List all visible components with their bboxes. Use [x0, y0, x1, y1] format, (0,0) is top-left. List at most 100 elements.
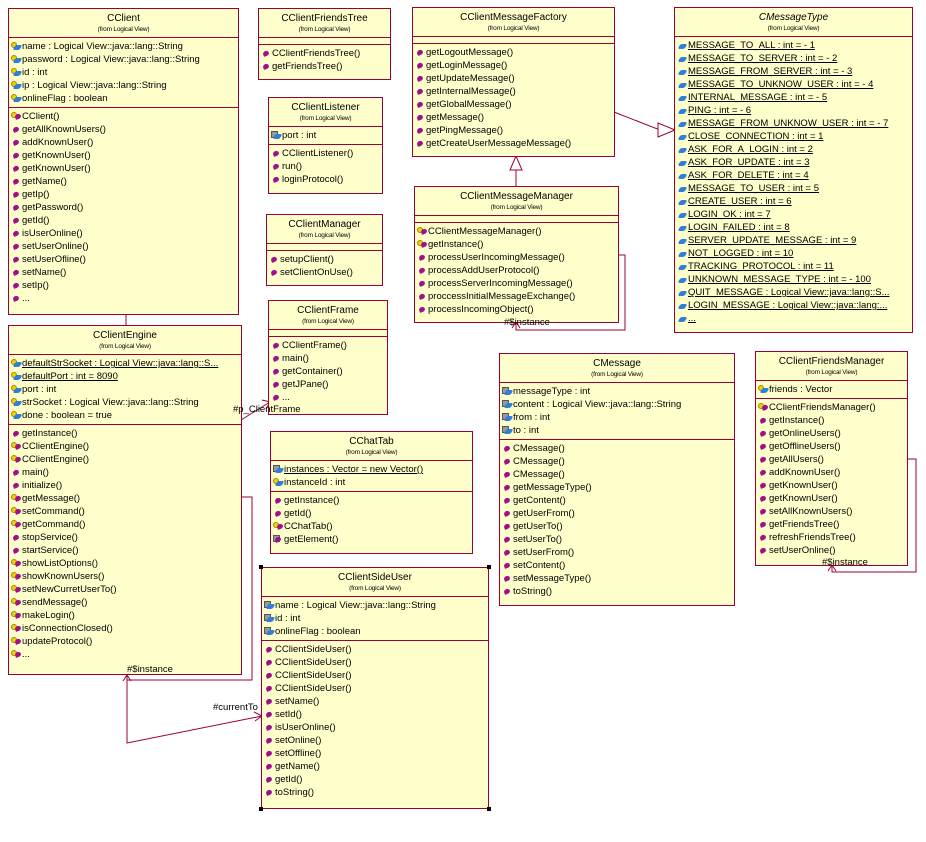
operation-item[interactable]: CClient(): [11, 110, 238, 123]
attribute-item[interactable]: NOT_LOGGED : int = 10: [677, 247, 912, 260]
attribute-item[interactable]: MESSAGE_TO_UNKNOW_USER : int = - 4: [677, 78, 912, 91]
attribute-item[interactable]: strSocket : Logical View::java::lang::St…: [11, 396, 241, 409]
attribute-item[interactable]: LOGIN_OK : int = 7: [677, 208, 912, 221]
attribute-item[interactable]: defaultPort : int = 8090: [11, 370, 241, 383]
operation-item[interactable]: setUserOnline(): [11, 240, 238, 253]
class-cchattab[interactable]: CChatTab(from Logical View)instances : V…: [270, 431, 473, 554]
operation-item[interactable]: CClientSideUser(): [264, 669, 488, 682]
operation-item[interactable]: setUserOfline(): [11, 253, 238, 266]
operation-item[interactable]: run(): [271, 160, 382, 173]
operation-item[interactable]: isUserOnline(): [264, 721, 488, 734]
class-cclientlistener[interactable]: CClientListener(from Logical View)port :…: [268, 97, 383, 194]
operation-item[interactable]: getKnownUser(): [758, 492, 907, 505]
attribute-item[interactable]: PING : int = - 6: [677, 104, 912, 117]
operation-item[interactable]: CChatTab(): [273, 520, 472, 533]
attribute-item[interactable]: messageType : int: [502, 385, 734, 398]
operation-item[interactable]: setName(): [11, 266, 238, 279]
operation-item[interactable]: processAddUserProtocol(): [417, 264, 618, 277]
operation-item[interactable]: main(): [11, 466, 241, 479]
operation-item[interactable]: ...: [11, 648, 241, 661]
class-cclientmanager[interactable]: CClientManager(from Logical View)setupCl…: [266, 214, 383, 286]
operation-item[interactable]: updateProtocol(): [11, 635, 241, 648]
operation-item[interactable]: getAllKnownUsers(): [11, 123, 238, 136]
operation-item[interactable]: ...: [11, 292, 238, 305]
operation-item[interactable]: getIp(): [11, 188, 238, 201]
operation-item[interactable]: getFriendsTree(): [261, 60, 390, 73]
attribute-item[interactable]: defaultStrSocket : Logical View::java::l…: [11, 357, 241, 370]
operation-item[interactable]: getLoginMessage(): [415, 59, 614, 72]
operation-item[interactable]: processUserIncomingMessage(): [417, 251, 618, 264]
attribute-item[interactable]: from : int: [502, 411, 734, 424]
operation-item[interactable]: getUserFrom(): [502, 507, 734, 520]
attribute-item[interactable]: MESSAGE_TO_ALL : int = - 1: [677, 39, 912, 52]
operation-item[interactable]: getPassword(): [11, 201, 238, 214]
operation-item[interactable]: isUserOnline(): [11, 227, 238, 240]
operation-item[interactable]: CClientListener(): [271, 147, 382, 160]
operation-item[interactable]: initialize(): [11, 479, 241, 492]
operation-item[interactable]: getMessageType(): [502, 481, 734, 494]
operation-item[interactable]: getName(): [11, 175, 238, 188]
operation-item[interactable]: makeLogin(): [11, 609, 241, 622]
operation-item[interactable]: getGlobalMessage(): [415, 98, 614, 111]
operation-item[interactable]: getInstance(): [417, 238, 618, 251]
selection-handle[interactable]: [259, 807, 263, 811]
attribute-item[interactable]: port : int: [11, 383, 241, 396]
operation-item[interactable]: sendMessage(): [11, 596, 241, 609]
operation-item[interactable]: setCommand(): [11, 505, 241, 518]
operation-item[interactable]: setUserFrom(): [502, 546, 734, 559]
attribute-item[interactable]: friends : Vector: [758, 383, 907, 396]
operation-item[interactable]: startService(): [11, 544, 241, 557]
operation-item[interactable]: setupClient(): [269, 253, 382, 266]
attribute-item[interactable]: ip : Logical View::java::lang::String: [11, 79, 238, 92]
operation-item[interactable]: showListOptions(): [11, 557, 241, 570]
operation-item[interactable]: setMessageType(): [502, 572, 734, 585]
class-cclient[interactable]: CClient(from Logical View)name : Logical…: [8, 8, 239, 315]
operation-item[interactable]: CClientFriendsTree(): [261, 47, 390, 60]
attribute-item[interactable]: ...: [677, 312, 912, 325]
attribute-item[interactable]: MESSAGE_TO_USER : int = 5: [677, 182, 912, 195]
operation-item[interactable]: CClientFriendsManager(): [758, 401, 907, 414]
operation-item[interactable]: getElement(): [273, 533, 472, 546]
class-cmessage[interactable]: CMessage(from Logical View)messageType :…: [499, 353, 735, 606]
attribute-item[interactable]: id : int: [264, 612, 488, 625]
attribute-item[interactable]: id : int: [11, 66, 238, 79]
operation-item[interactable]: getInstance(): [758, 414, 907, 427]
operation-item[interactable]: getJPane(): [271, 378, 387, 391]
operation-item[interactable]: setIp(): [11, 279, 238, 292]
operation-item[interactable]: getId(): [264, 773, 488, 786]
operation-item[interactable]: setClientOnUse(): [269, 266, 382, 279]
operation-item[interactable]: CClientEngine(): [11, 440, 241, 453]
class-cclientfriendstree[interactable]: CClientFriendsTree(from Logical View)CCl…: [258, 8, 391, 80]
attribute-item[interactable]: UNKNOWN_MESSAGE_TYPE : int = - 100: [677, 273, 912, 286]
selection-handle[interactable]: [487, 807, 491, 811]
attribute-item[interactable]: instanceId : int: [273, 476, 472, 489]
class-cclientmessagefactory[interactable]: CClientMessageFactory(from Logical View)…: [412, 7, 615, 157]
operation-item[interactable]: CMessage(): [502, 442, 734, 455]
attribute-item[interactable]: name : Logical View::java::lang::String: [264, 599, 488, 612]
class-cmessagetype[interactable]: CMessageType(from Logical View)MESSAGE_T…: [674, 7, 913, 333]
attribute-item[interactable]: name : Logical View::java::lang::String: [11, 40, 238, 53]
operation-item[interactable]: getUpdateMessage(): [415, 72, 614, 85]
operation-item[interactable]: main(): [271, 352, 387, 365]
class-cclientframe[interactable]: CClientFrame(from Logical View)CClientFr…: [268, 300, 388, 415]
operation-item[interactable]: CClientSideUser(): [264, 656, 488, 669]
operation-item[interactable]: getInstance(): [273, 494, 472, 507]
operation-item[interactable]: addKnownUser(): [11, 136, 238, 149]
operation-item[interactable]: setUserOnline(): [758, 544, 907, 557]
attribute-item[interactable]: ASK_FOR_A_LOGIN : int = 2: [677, 143, 912, 156]
operation-item[interactable]: processServerIncomingMessage(): [417, 277, 618, 290]
operation-item[interactable]: CClientMessageManager(): [417, 225, 618, 238]
operation-item[interactable]: setOnline(): [264, 734, 488, 747]
operation-item[interactable]: getContent(): [502, 494, 734, 507]
operation-item[interactable]: getName(): [264, 760, 488, 773]
selection-handle[interactable]: [487, 565, 491, 569]
operation-item[interactable]: addKnownUser(): [758, 466, 907, 479]
operation-item[interactable]: isConnectionClosed(): [11, 622, 241, 635]
operation-item[interactable]: getOnlineUsers(): [758, 427, 907, 440]
operation-item[interactable]: getInternalMessage(): [415, 85, 614, 98]
attribute-item[interactable]: LOGIN_MESSAGE : Logical View::java::lang…: [677, 299, 912, 312]
operation-item[interactable]: CClientEngine(): [11, 453, 241, 466]
operation-item[interactable]: getId(): [11, 214, 238, 227]
operation-item[interactable]: ...: [271, 391, 387, 404]
attribute-item[interactable]: LOGIN_FAILED : int = 8: [677, 221, 912, 234]
